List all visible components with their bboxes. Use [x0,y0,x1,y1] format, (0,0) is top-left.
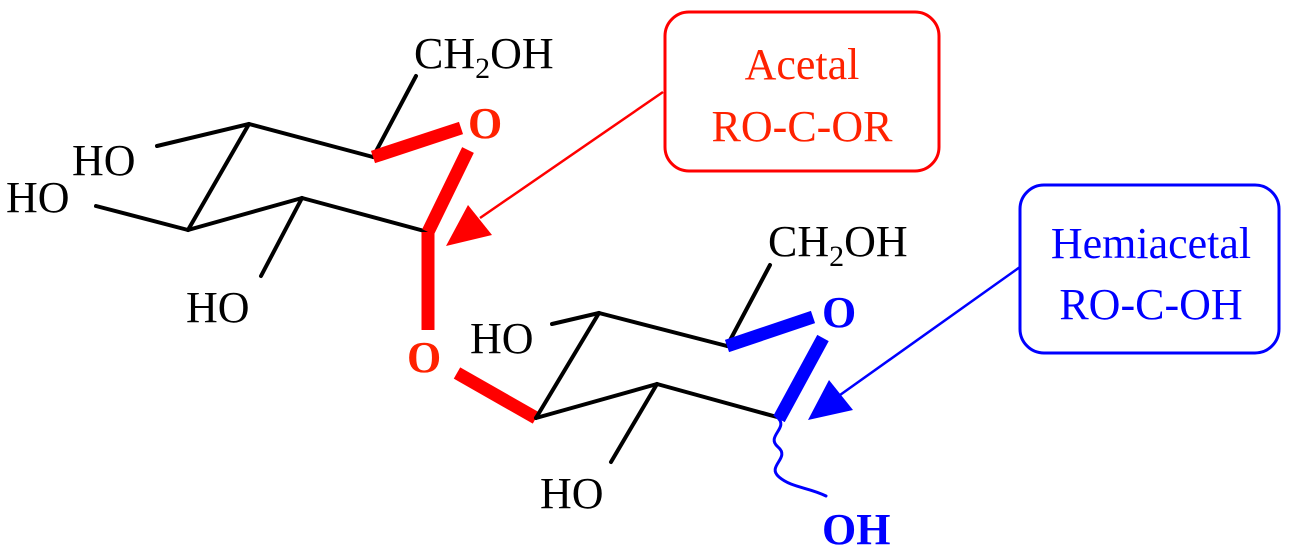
ho-label-ring2-c2: HO [540,469,604,518]
ho-label-ring2-c3: HO [470,314,534,363]
bond-c2-oh-ring2 [609,382,659,464]
ho-label-ring1-c3: HO [6,173,70,222]
hemiacetal-arrowhead [808,380,853,420]
bond-c3-c4-ring1 [186,122,251,232]
hemiacetal-callout-box [1018,183,1281,355]
hemiacetal-callout-formula: RO-C-OH [1059,280,1242,329]
bond-c2-c1-ring1 [300,196,430,234]
bond-bridge-o-c4-ring2 [453,367,540,424]
ho-label-ring1-c2: HO [186,283,250,332]
bond-c3-oh-ring1 [94,204,190,232]
ring2-oxygen-label: O [822,288,856,337]
ring1-oxygen-label: O [468,99,502,148]
hemiacetal-arrow-line [839,265,1021,397]
ring1-bonds [94,74,430,278]
bond-c3-oh-ring2 [550,311,601,326]
anomeric-oh-label: OH [822,505,890,553]
glycosidic-oxygen-label: O [407,333,441,382]
ho-label-ring1-c4: HO [72,136,136,185]
bond-c3-c5-ring2 [597,311,729,348]
acetal-arrowhead [446,205,492,246]
callout-arrows [446,90,1021,420]
bond-c5-o-ring1 [370,121,464,164]
bond-o-c1-ring1 [422,147,474,235]
hemiacetal-callout-title: Hemiacetal [1051,219,1251,268]
acetal-callout-title: Acetal [745,40,860,89]
bond-c6-c5-ring1 [371,74,418,159]
ch2oh-label-ring1: CH2OH [414,29,554,85]
bond-c3-c2-ring1 [186,196,304,232]
bond-c4-oh-ring1 [155,122,251,148]
bond-c2-oh-ring1 [259,196,304,278]
acetal-callout-box [663,10,941,173]
acetal-callout-formula: RO-C-OR [712,102,894,151]
ring2-bonds [534,263,779,464]
acetal-bonds [370,121,540,424]
bond-c5-c6-ring2 [725,263,772,348]
wavy-bond-anomeric-oh [772,415,828,498]
ch2oh-label-ring2: CH2OH [768,217,908,273]
bond-o-c1-ring2 [773,334,829,423]
bond-c5-o-ring2 [724,310,816,353]
bond-c4-c2-ring2 [534,382,659,420]
hemiacetal-bonds [724,310,829,498]
bond-c2-c1-ring2 [655,382,779,419]
bond-c4-c3-ring2 [534,311,601,420]
bond-c4-c5-ring1 [247,122,375,159]
acetal-arrow-line [479,90,664,220]
